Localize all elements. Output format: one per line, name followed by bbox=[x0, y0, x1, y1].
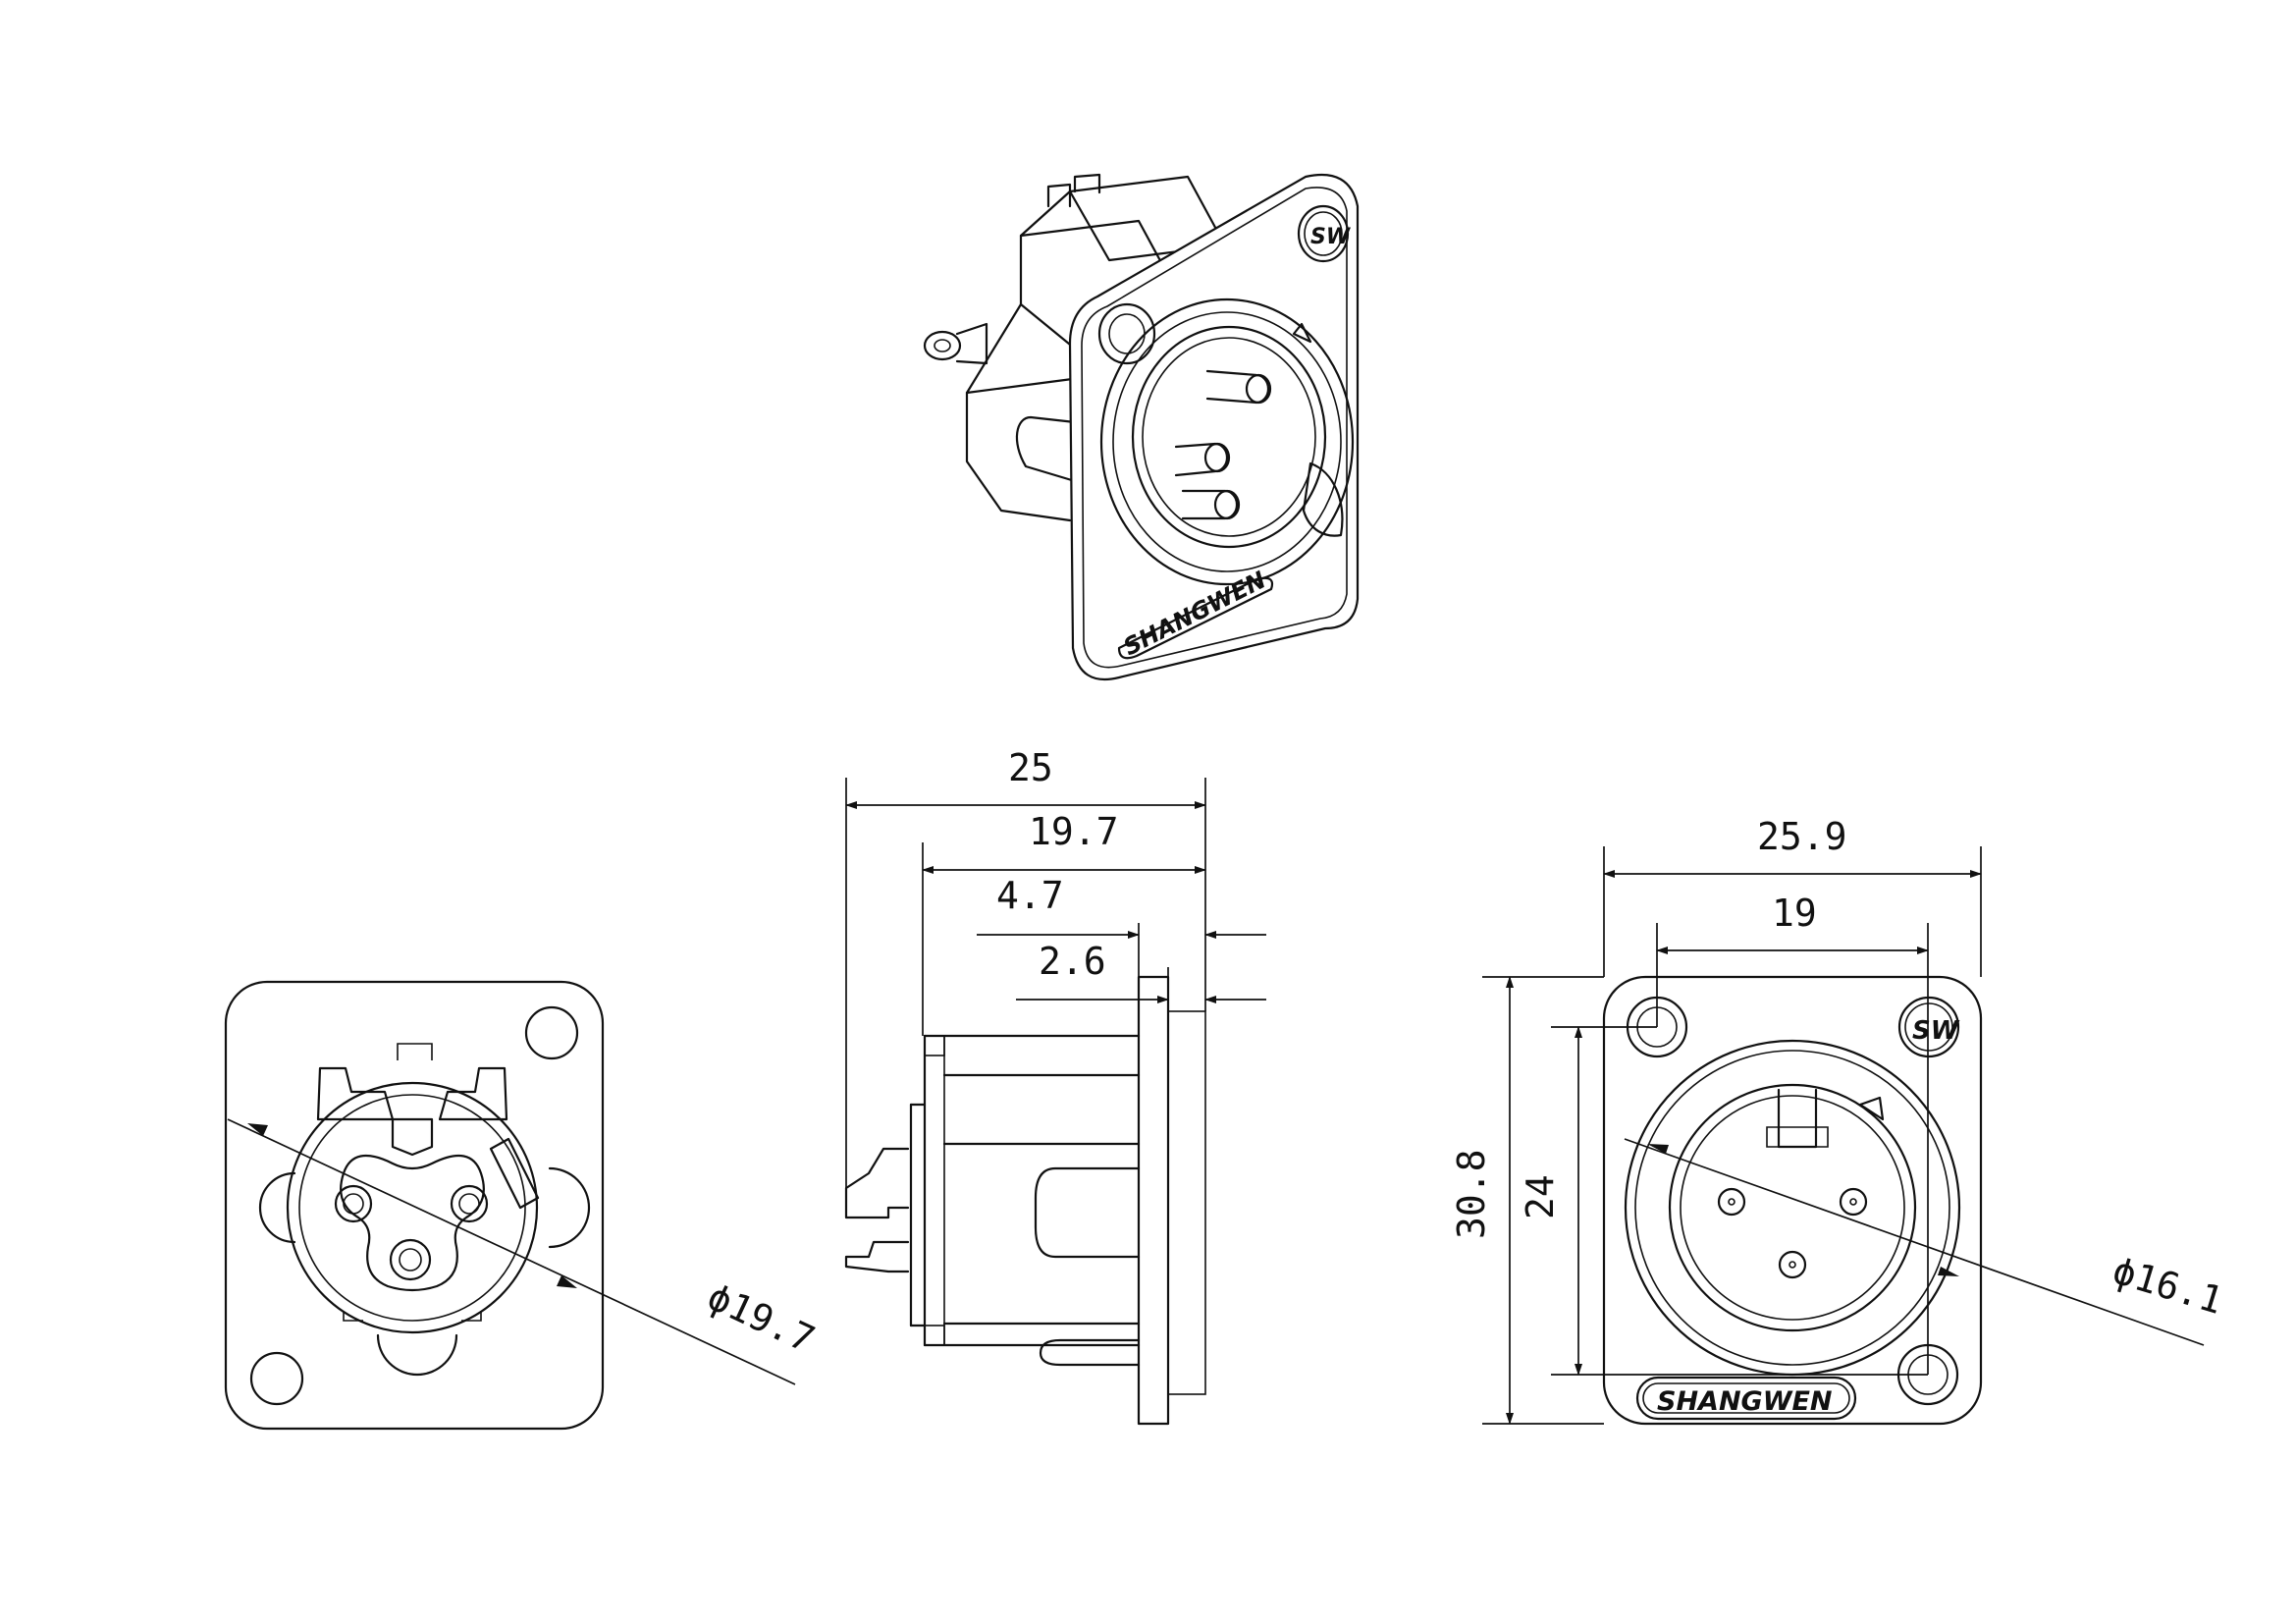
iso-flange: SW SHANGWEN bbox=[1068, 173, 1360, 681]
side-view: 25 19.7 4.7 2.6 bbox=[844, 746, 1266, 1426]
front-dim-height: 30.8 bbox=[1450, 1149, 1493, 1239]
iso-pins bbox=[1174, 369, 1272, 520]
front-pins bbox=[1717, 1187, 1868, 1279]
front-dim-hole-spacing-y: 24 bbox=[1519, 1174, 1562, 1219]
iso-rear-body bbox=[923, 173, 1227, 522]
side-dim-total: 25 bbox=[1008, 746, 1053, 789]
isometric-view: SW SHANGWEN bbox=[923, 173, 1360, 681]
front-diameter-leader bbox=[1624, 1138, 2205, 1346]
side-dim-flange-offset: 4.7 bbox=[996, 874, 1064, 917]
rear-diameter-leader bbox=[227, 1118, 796, 1385]
rear-view: ϕ19.7 bbox=[224, 980, 821, 1431]
svg-text:SW: SW bbox=[1310, 225, 1352, 249]
rear-pins bbox=[334, 1184, 489, 1281]
front-dim-width: 25.9 bbox=[1757, 815, 1847, 858]
iso-logo-mark: SW bbox=[1297, 204, 1352, 263]
svg-text:SW: SW bbox=[1912, 1016, 1960, 1046]
front-view: SW SHANGWEN 25.9 19 bbox=[1450, 815, 2228, 1426]
front-diameter-label: ϕ16.1 bbox=[2108, 1249, 2227, 1324]
front-dim-hole-spacing-x: 19 bbox=[1772, 892, 1817, 935]
front-brand-label: SHANGWEN bbox=[1657, 1386, 1833, 1417]
side-dim-body: 19.7 bbox=[1029, 810, 1119, 853]
side-dim-flange-thickness: 2.6 bbox=[1039, 940, 1106, 983]
front-logo-mark: SW bbox=[1897, 996, 1960, 1058]
